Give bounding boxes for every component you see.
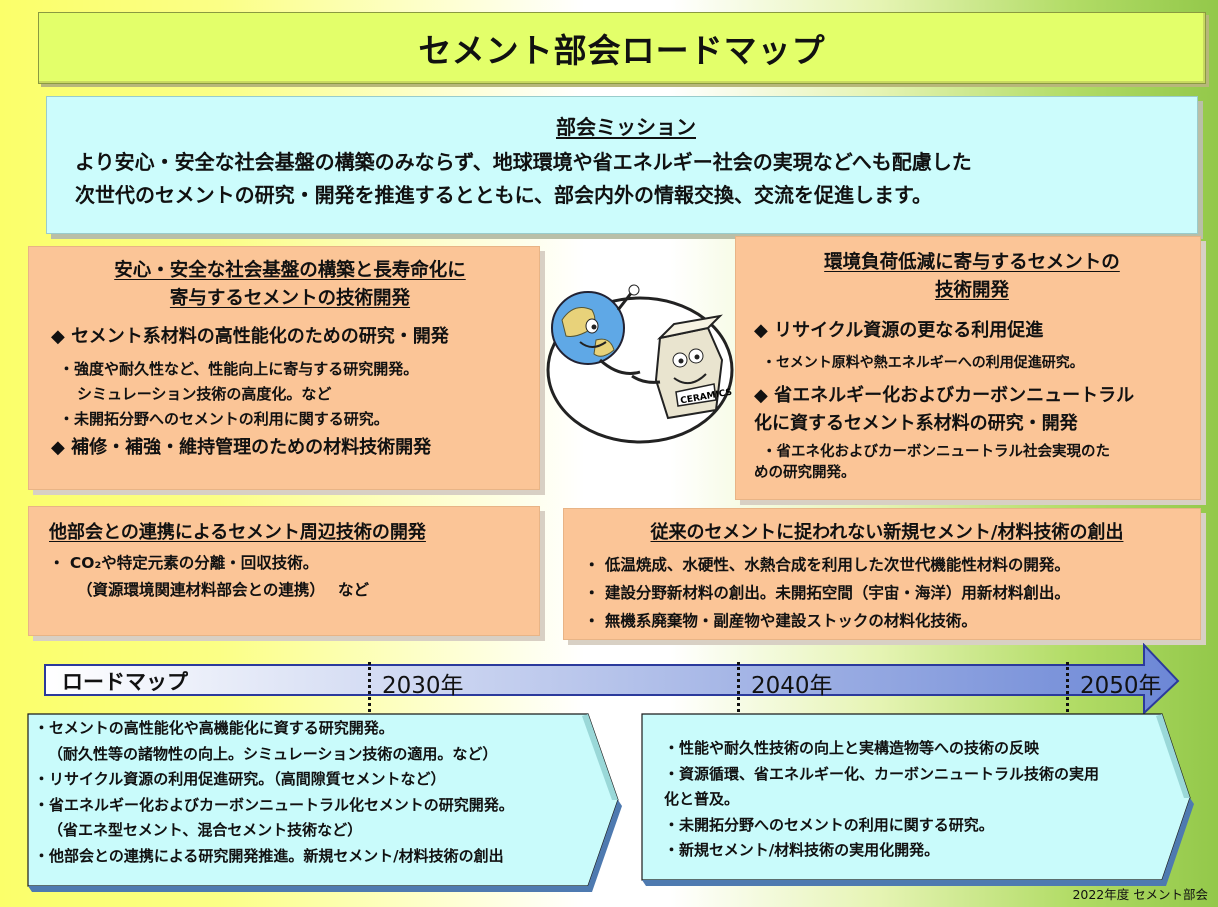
sub-item: ・省エネ化およびカーボンニュートラル社会実現のた めの研究開発。	[754, 444, 1110, 481]
year-label: 2050年	[1080, 673, 1162, 699]
phase-item: ・性能や耐久性技術の向上と実構造物等への技術の反映	[664, 739, 1040, 757]
sub-item: ・セメント原料や熱エネルギーへの利用促進研究。	[762, 355, 1084, 371]
sub-item: ・未開拓分野へのセメントの利用に関する研究。	[59, 410, 389, 428]
phase-item: ・省エネルギー化およびカーボンニュートラル化セメントの研究開発。	[34, 795, 514, 814]
bullet-item: ◆ リサイクル資源の更なる利用促進	[754, 320, 1044, 341]
bullet-item: ◆ セメント系材料の高性能化のための研究・開発	[51, 326, 449, 347]
collaboration-heading: 他部会との連携によるセメント周辺技術の開発	[49, 522, 426, 543]
phase-item: ・他部会との連携による研究開発推進。新規セメント/材料技術の創出	[34, 846, 504, 865]
year-marker	[737, 662, 740, 712]
safety-technology-box: 安心・安全な社会基盤の構築と長寿命化に 寄与するセメントの技術開発 ◆ セメント…	[28, 246, 540, 490]
sub-item: ・ 無機系廃棄物・副産物や建設ストックの材料化技術。	[584, 612, 977, 630]
sub-item: ・ CO₂や特定元素の分離・回収技術。	[49, 554, 319, 572]
phase2-arrow-shape	[641, 713, 1194, 886]
footer-credit: 2022年度 セメント部会	[1072, 887, 1208, 902]
ceramics-character-icon: CERAMICS	[654, 314, 733, 420]
environment-technology-heading: 環境負荷低減に寄与するセメントの 技術開発	[824, 252, 1120, 301]
phase-item: ・セメントの高性能化や高機能化に資する研究開発。	[34, 719, 394, 737]
mission-box: 部会ミッション より安心・安全な社会基盤の構築のみならず、地球環境や省エネルギー…	[46, 96, 1198, 234]
year-label: 2040年	[751, 673, 833, 699]
phase2-list: ・性能や耐久性技術の向上と実構造物等への技術の反映 ・資源循環、省エネルギー化、…	[664, 736, 1164, 864]
bullet-item: ◆ 省エネルギー化およびカーボンニュートラル 化に資するセメント系材料の研究・開…	[754, 385, 1135, 434]
sub-item: （資源環境関連材料部会との連携） など	[77, 581, 369, 599]
sub-item: ・ 低温焼成、水硬性、水熱合成を利用した次世代機能性材料の開発。	[584, 556, 1070, 574]
phase1-list: ・セメントの高性能化や高機能化に資する研究開発。 （耐久性等の諸物性の向上。シミ…	[34, 716, 594, 869]
safety-technology-heading: 安心・安全な社会基盤の構築と長寿命化に 寄与するセメントの技術開発	[114, 260, 466, 309]
phase-item: ・新規セメント/材料技術の実用化開発。	[664, 841, 940, 859]
year-marker	[1066, 662, 1069, 712]
mission-heading: 部会ミッション	[75, 111, 1177, 140]
new-materials-box: 従来のセメントに捉われない新規セメント/材料技術の創出 ・ 低温焼成、水硬性、水…	[563, 508, 1201, 640]
mascot-illustration: CERAMICS	[540, 280, 740, 445]
page-title: セメント部会ロードマップ	[418, 31, 826, 70]
title-banner: セメント部会ロードマップ	[38, 12, 1206, 84]
timeline-label: ロードマップ	[62, 670, 188, 694]
sub-item: ・強度や耐久性など、性能向上に寄与する研究開発。	[59, 360, 419, 378]
mission-line: 次世代のセメントの研究・開発を推進するとともに、部会内外の情報交換、交流を促進し…	[75, 183, 932, 207]
phase-item: ・未開拓分野へのセメントの利用に関する研究。	[664, 815, 994, 834]
mission-line: より安心・安全な社会基盤の構築のみならず、地球環境や省エネルギー社会の実現などへ…	[75, 150, 972, 174]
collaboration-box: 他部会との連携によるセメント周辺技術の開発 ・ CO₂や特定元素の分離・回収技術…	[28, 506, 540, 636]
bullet-item: ◆ 補修・補強・維持管理のための材料技術開発	[51, 437, 432, 458]
phase-item: （省エネ型セメント、混合セメント技術など）	[48, 821, 363, 839]
globe-icon	[551, 284, 640, 365]
phase1-arrow-shape	[27, 713, 622, 892]
phase-item: 化と普及。	[664, 790, 740, 808]
environment-technology-box: 環境負荷低減に寄与するセメントの 技術開発 ◆ リサイクル資源の更なる利用促進 …	[735, 236, 1201, 500]
new-materials-heading: 従来のセメントに捉われない新規セメント/材料技術の創出	[650, 522, 1124, 543]
mission-heading-text: 部会ミッション	[556, 115, 696, 139]
timeline-arrow	[44, 643, 1180, 715]
phase-item: （耐久性等の諸物性の向上。シミュレーション技術の適用。など）	[48, 744, 498, 763]
year-label: 2030年	[382, 673, 464, 699]
phase-item: ・資源循環、省エネルギー化、カーボンニュートラル技術の実用	[664, 764, 1100, 783]
mission-body: より安心・安全な社会基盤の構築のみならず、地球環境や省エネルギー社会の実現などへ…	[75, 146, 1177, 212]
sub-item: シミュレーション技術の高度化。など	[77, 385, 332, 403]
year-marker	[368, 662, 371, 712]
sub-item: ・ 建設分野新材料の創出。未開拓空間（宇宙・海洋）用新材料創出。	[584, 584, 1070, 602]
phase-item: ・リサイクル資源の利用促進研究。（高間隙質セメントなど）	[34, 770, 446, 788]
